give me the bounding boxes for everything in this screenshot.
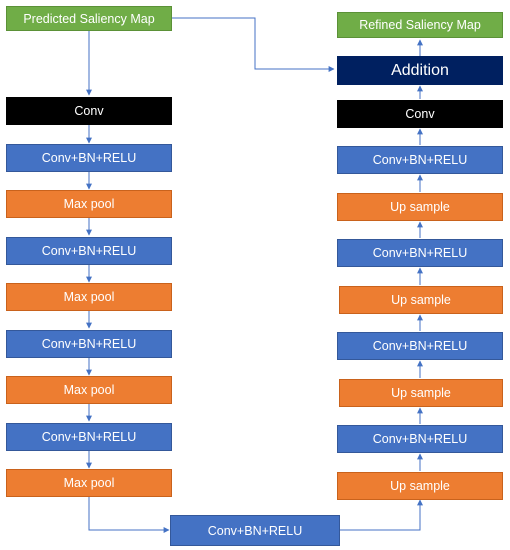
up-sample-box-4: Up sample xyxy=(337,472,503,500)
conv-bn-relu-box-left-2: Conv+BN+RELU xyxy=(6,237,172,265)
arrow-predicted-skip-to-addition xyxy=(172,17,335,72)
max-pool-box-3: Max pool xyxy=(6,376,172,404)
conv-bn-relu-box-right-3: Conv+BN+RELU xyxy=(337,332,503,360)
up-sample-box-2: Up sample xyxy=(339,286,503,314)
addition-box: Addition xyxy=(337,56,503,85)
conv-bn-relu-box-right-1: Conv+BN+RELU xyxy=(337,146,503,174)
conv-box-left: Conv xyxy=(6,97,172,125)
arrow-bottleneck-to-up4 xyxy=(340,499,423,531)
conv-bn-relu-box-left-4: Conv+BN+RELU xyxy=(6,423,172,451)
max-pool-box-2: Max pool xyxy=(6,283,172,311)
up-sample-box-1: Up sample xyxy=(337,193,503,221)
conv-bn-relu-box-left-1: Conv+BN+RELU xyxy=(6,144,172,172)
conv-bn-relu-box-left-3: Conv+BN+RELU xyxy=(6,330,172,358)
predicted-saliency-map-box: Predicted Saliency Map xyxy=(6,6,172,31)
conv-bn-relu-box-right-2: Conv+BN+RELU xyxy=(337,239,503,267)
conv-box-right: Conv xyxy=(337,100,503,128)
conv-bn-relu-box-bottleneck: Conv+BN+RELU xyxy=(170,515,340,546)
max-pool-box-4: Max pool xyxy=(6,469,172,497)
refined-saliency-map-box: Refined Saliency Map xyxy=(337,12,503,38)
max-pool-box-1: Max pool xyxy=(6,190,172,218)
up-sample-box-3: Up sample xyxy=(339,379,503,407)
conv-bn-relu-box-right-4: Conv+BN+RELU xyxy=(337,425,503,453)
arrow-pool4-to-bottleneck xyxy=(88,497,170,533)
